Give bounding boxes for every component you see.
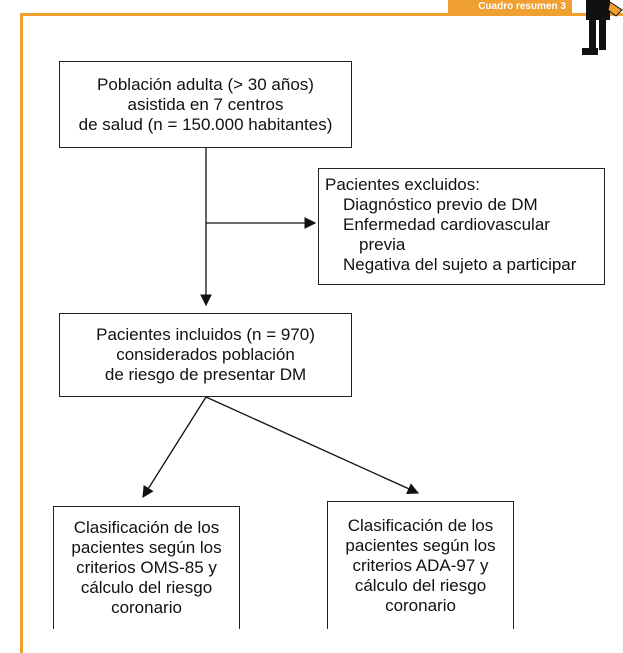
flow-arrows <box>142 148 420 498</box>
ada-line-4: cálculo del riesgo <box>354 575 487 595</box>
oms-classification-box: Clasificación de los pacientes según los… <box>53 506 240 629</box>
excluded-item: Negativa del sujeto a participar <box>343 255 577 274</box>
summary-frame <box>20 13 623 653</box>
included-line-2: considerados población <box>116 345 295 364</box>
ada-line-5: coronario <box>385 595 456 615</box>
excluded-box: Pacientes excluidos: Diagnóstico previo … <box>318 168 605 285</box>
oms-line-5: coronario <box>111 598 182 617</box>
arrow-to-ada <box>205 396 420 494</box>
ada-line-2: pacientes según los <box>345 535 496 555</box>
included-line-1: Pacientes incluidos (n = 970) <box>96 325 315 344</box>
population-line-1: Población adulta (> 30 años) <box>97 74 314 94</box>
population-box: Población adulta (> 30 años) asistida en… <box>59 61 352 148</box>
ada-line-3: criterios ADA-97 y <box>352 555 489 575</box>
included-line-3: de riesgo de presentar DM <box>104 365 307 384</box>
oms-line-1: Clasificación de los <box>73 518 220 537</box>
person-silhouette-icon <box>582 0 623 55</box>
ada-classification-box: Clasificación de los pacientes según los… <box>327 501 514 629</box>
population-line-3: de salud (n = 150.000 habitantes) <box>78 114 333 134</box>
arrow-to-oms <box>142 396 207 498</box>
excluded-item: Enfermedad cardiovascular <box>343 215 550 234</box>
excluded-item: Diagnóstico previo de DM <box>343 195 538 214</box>
ada-line-1: Clasificación de los <box>347 515 494 535</box>
oms-line-4: cálculo del riesgo <box>80 578 213 597</box>
oms-line-2: pacientes según los <box>71 538 222 557</box>
summary-tab: Cuadro resumen 3 <box>448 0 572 13</box>
oms-line-3: criterios OMS-85 y <box>76 558 217 577</box>
excluded-item: previa <box>359 235 406 254</box>
excluded-title: Pacientes excluidos: <box>325 175 480 194</box>
population-line-2: asistida en 7 centros <box>127 94 284 114</box>
included-box: Pacientes incluidos (n = 970) considerad… <box>59 313 352 397</box>
